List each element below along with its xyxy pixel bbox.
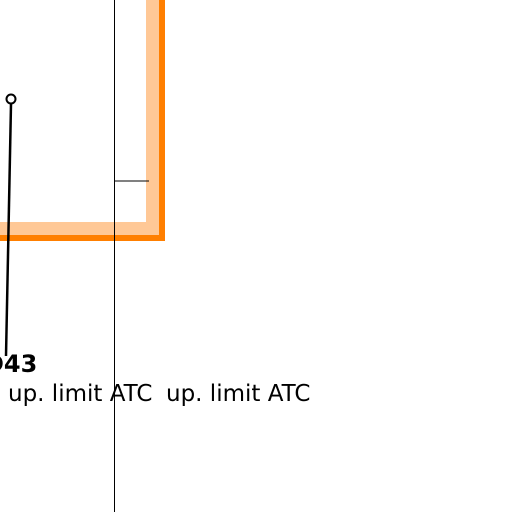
waypoint-label: D43 xyxy=(0,350,38,378)
airspace-upper-limit-label: up. limit ATC xyxy=(8,381,153,407)
route-halo xyxy=(0,0,160,236)
waypoint-leader-line xyxy=(4,103,13,357)
route-line xyxy=(0,0,165,241)
airspace-upper-limit-label: up. limit ATC xyxy=(166,381,311,407)
waypoint-circle-icon[interactable] xyxy=(5,93,17,105)
